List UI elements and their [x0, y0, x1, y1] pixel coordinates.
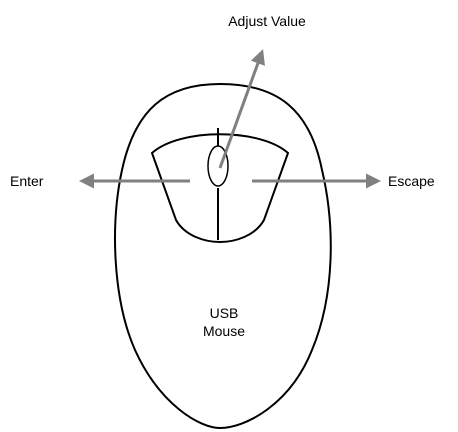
- enter-label: Enter: [10, 173, 44, 189]
- adjust-value-arrow: [218, 49, 265, 169]
- mouse-label-line1: USB: [210, 305, 239, 321]
- mouse-label-line2: Mouse: [203, 323, 245, 339]
- escape-label: Escape: [388, 173, 435, 189]
- mouse-button-area: [150, 133, 290, 244]
- adjust-value-label: Adjust Value: [228, 13, 306, 29]
- mouse-body-outline: [114, 82, 332, 430]
